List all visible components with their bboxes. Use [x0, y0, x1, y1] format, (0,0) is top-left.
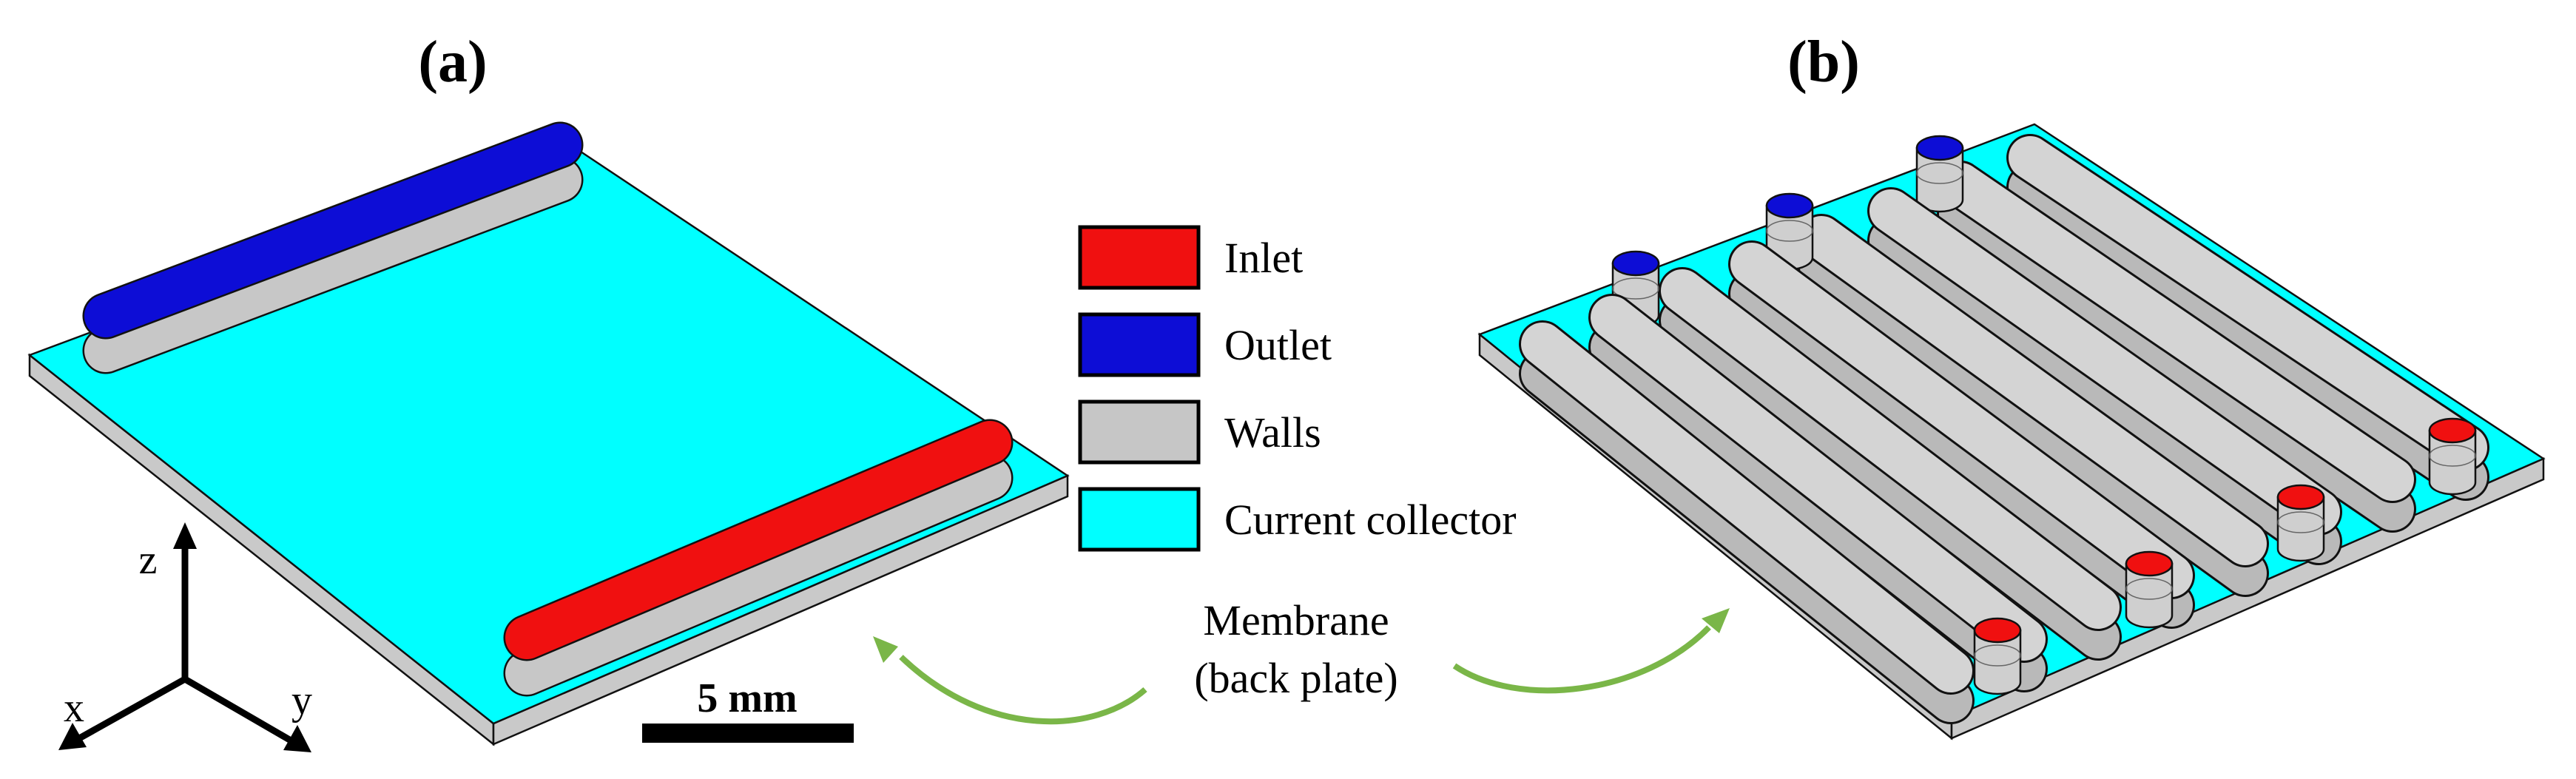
legend-swatch-outlet — [1078, 312, 1201, 377]
outlet-bar — [82, 121, 584, 374]
walls-and-ports — [1519, 134, 2489, 724]
membrane-arrow-right — [1452, 625, 1711, 694]
wall-6-side — [1939, 192, 2414, 530]
x-axis-arrowhead — [58, 723, 87, 750]
x-axis-label: x — [64, 685, 84, 731]
inlet-port-3-seam — [2125, 578, 2173, 600]
membrane-arrow-left — [899, 655, 1147, 725]
y-axis-arrowhead — [283, 725, 311, 752]
outlet-port-4-seam — [1766, 220, 1813, 242]
legend: Inlet Outlet Walls Current collector — [1078, 225, 1517, 552]
y-axis — [183, 676, 298, 746]
outlet-port-6-seam — [1916, 162, 1963, 184]
scale-bar: 5 mm — [642, 675, 854, 743]
outlet-bar-top — [84, 124, 581, 337]
membrane-arrows — [899, 625, 1711, 725]
outlet-port-6-cap — [1915, 135, 1964, 161]
wall-3-top — [1730, 243, 2193, 597]
legend-label-outlet: Outlet — [1224, 321, 1332, 369]
panel-a: (a) z x y — [27, 30, 1070, 752]
outlet-port-2-seam — [1612, 277, 1659, 300]
wall-0-top — [1521, 323, 1972, 692]
legend-label-inlet: Inlet — [1224, 234, 1303, 282]
axis-triad — [58, 522, 311, 752]
wall-4-side — [1800, 246, 2267, 595]
inlet-port-1-cap — [1973, 617, 2022, 644]
legend-swatch-inlet — [1078, 225, 1201, 290]
inlet-port-3-cap — [2125, 550, 2174, 577]
wall-5-side — [1869, 219, 2340, 563]
wall-7-top — [2009, 136, 2487, 469]
membrane-arrow-right-head — [1702, 608, 1730, 633]
inlet-bar-top — [505, 421, 1011, 659]
wall-3-side — [1730, 272, 2193, 627]
inlet-port-5-seam — [2277, 511, 2324, 533]
inlet-port-7-cap — [2428, 417, 2477, 444]
membrane-arrow-left-head — [873, 636, 898, 663]
inlet-bar — [503, 419, 1014, 697]
wall-7-side — [2009, 166, 2487, 499]
inlet-port-5-cap — [2276, 484, 2325, 510]
wall-1-top — [1591, 296, 2046, 661]
membrane-label-line2: (back plate) — [1194, 654, 1397, 702]
z-axis-arrowhead — [173, 522, 197, 549]
wall-5-top — [1869, 189, 2340, 533]
membrane-label-line1: Membrane — [1203, 596, 1389, 644]
inlet-wall-side — [505, 456, 1011, 695]
membrane-annotation: Membrane (back plate) — [873, 596, 1730, 725]
z-axis-label: z — [139, 537, 158, 583]
scale-bar-label: 5 mm — [697, 675, 797, 721]
outlet-port-4-cap — [1765, 192, 1814, 219]
legend-swatch-current-collector — [1078, 487, 1201, 552]
wall-6-top — [1939, 163, 2414, 501]
y-axis-label: y — [291, 678, 312, 724]
outlet-port-2-cap — [1611, 250, 1660, 277]
legend-swatch-walls — [1078, 399, 1201, 465]
x-axis — [72, 676, 187, 744]
panel-b-title: (b) — [1787, 30, 1860, 95]
inlet-port-1-seam — [1974, 644, 2021, 667]
legend-label-current-collector: Current collector — [1224, 496, 1517, 544]
inlet-port-7-seam — [2429, 445, 2476, 467]
wall-2-top — [1661, 269, 2120, 629]
panel-b: (b) — [1477, 30, 2546, 741]
legend-label-walls: Walls — [1224, 408, 1321, 456]
scale-bar-rule — [642, 724, 854, 743]
wall-4-top — [1800, 216, 2267, 565]
panel-a-title: (a) — [418, 30, 487, 95]
outlet-wall-side — [84, 158, 581, 372]
